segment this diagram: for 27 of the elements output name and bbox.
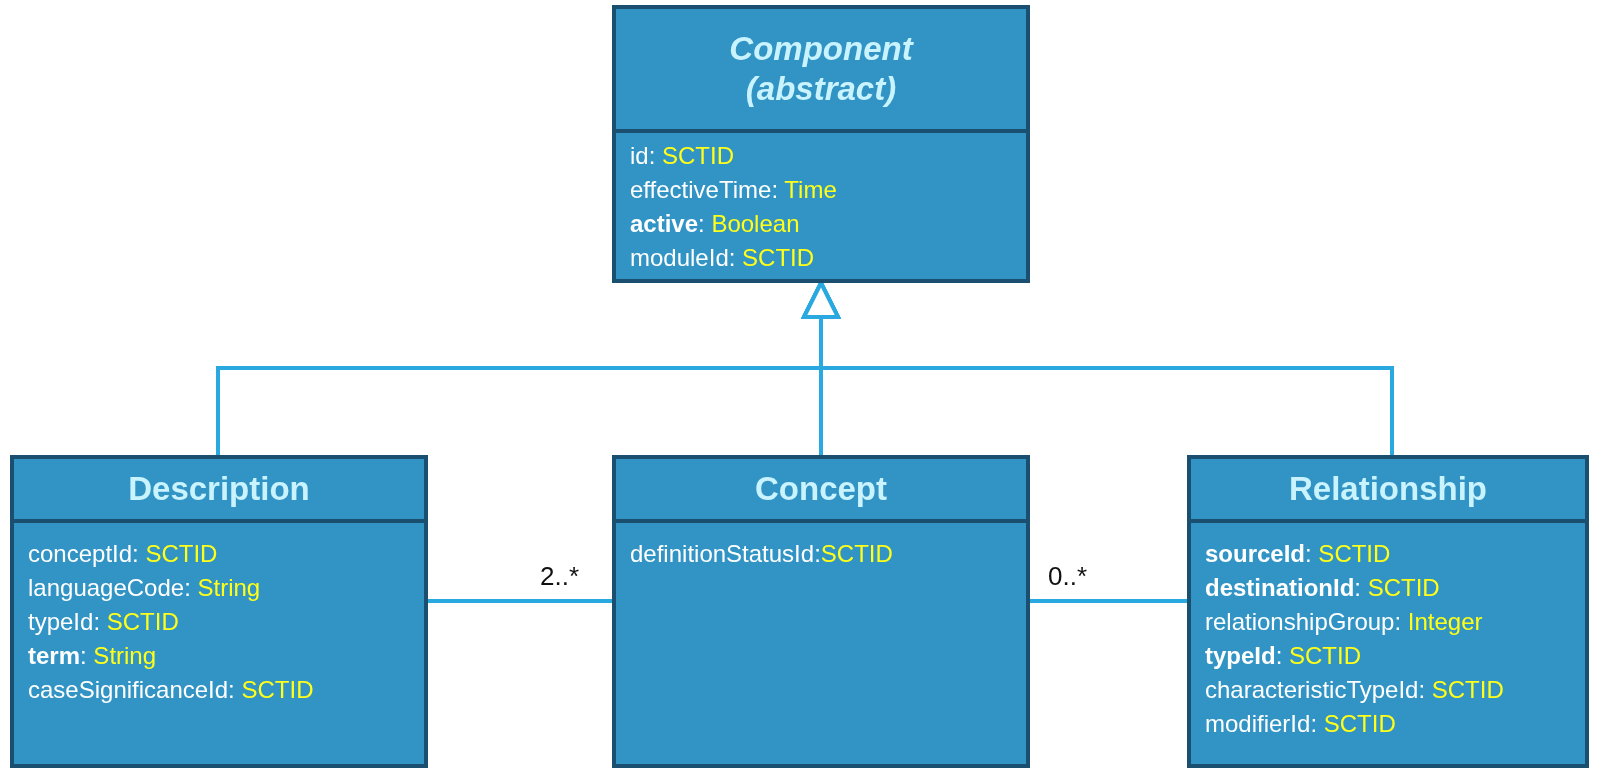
class-name: Relationship xyxy=(1288,469,1488,509)
class-box xyxy=(612,5,1030,283)
class-name: Description xyxy=(127,469,311,509)
association-line xyxy=(1030,599,1187,603)
generalization-arrow xyxy=(802,281,1394,455)
attribute-text: term: String xyxy=(28,641,158,671)
attribute-text: languageCode: String xyxy=(28,573,262,603)
class-name: Component (abstract) xyxy=(728,29,915,109)
attribute-text: id: SCTID xyxy=(630,141,736,171)
attribute-text: effectiveTime: Time xyxy=(630,175,838,205)
class-box xyxy=(10,455,428,768)
attribute-text: modifierId: SCTID xyxy=(1205,709,1397,739)
attribute-text: conceptId: SCTID xyxy=(28,539,219,569)
attribute-text: caseSignificanceId: SCTID xyxy=(28,675,315,705)
attribute-text: sourceId: SCTID xyxy=(1205,539,1392,569)
attribute-text: characteristicTypeId: SCTID xyxy=(1205,675,1505,705)
attribute-text: active: Boolean xyxy=(630,209,801,239)
attribute-text: moduleId: SCTID xyxy=(630,243,816,273)
attribute-text: relationshipGroup: Integer xyxy=(1205,607,1484,637)
class-box xyxy=(1187,455,1589,768)
attribute-text: destinationId: SCTID xyxy=(1205,573,1441,603)
class-box xyxy=(612,455,1030,768)
class-name: Concept xyxy=(754,469,888,509)
attribute-text: definitionStatusId:SCTID xyxy=(630,539,894,569)
attribute-text: typeId: SCTID xyxy=(28,607,180,637)
attribute-text: typeId: SCTID xyxy=(1205,641,1363,671)
association-line xyxy=(428,599,612,603)
